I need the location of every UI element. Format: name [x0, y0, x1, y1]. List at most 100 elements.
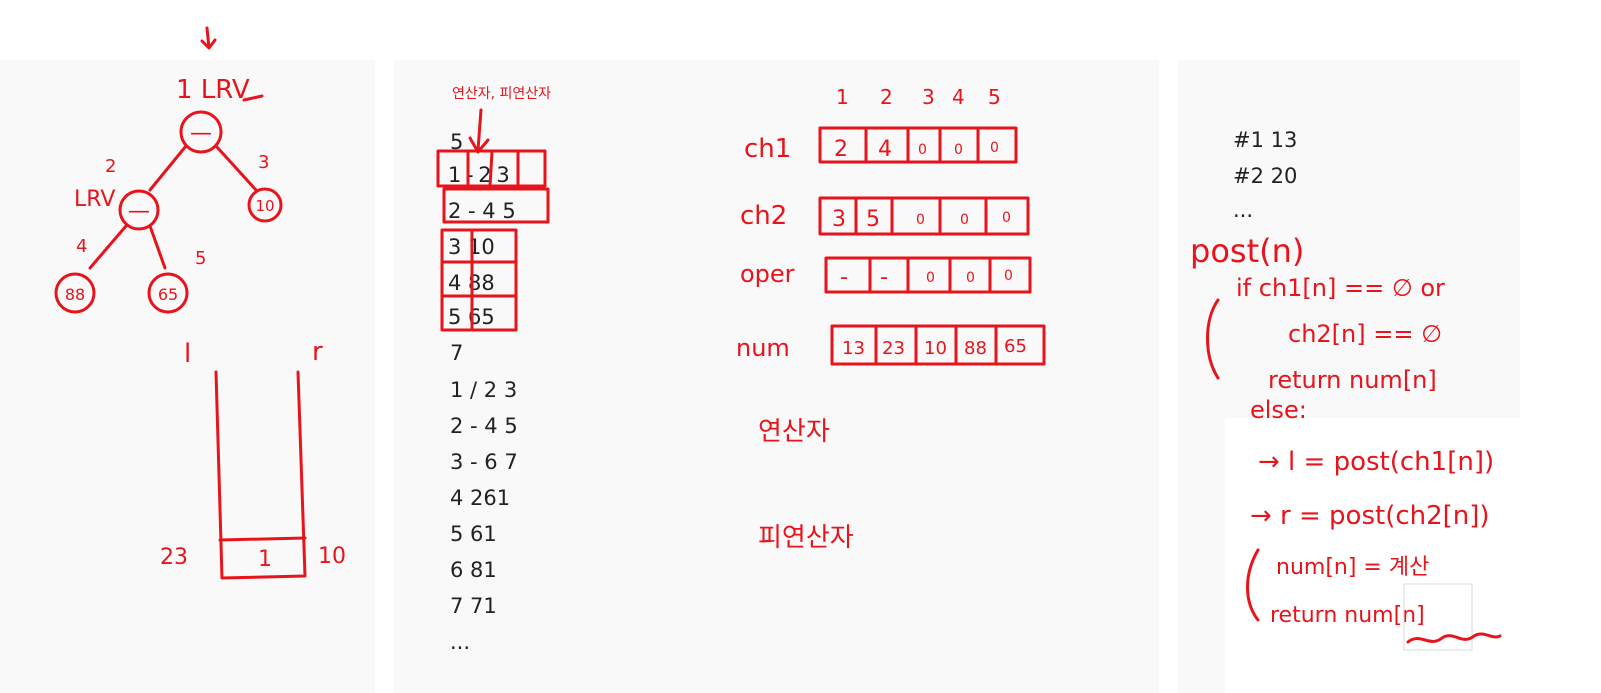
array-row-box	[824, 256, 1032, 294]
tree-node-2	[118, 189, 160, 231]
stack-divider	[218, 536, 307, 542]
box	[440, 228, 518, 332]
cell: 0	[990, 140, 999, 156]
tree-node-5	[147, 272, 189, 314]
cell: 3	[832, 207, 846, 232]
tree-node-4	[54, 272, 96, 314]
underline	[242, 94, 264, 102]
row-name: ch1	[744, 134, 791, 164]
input-line: 2 - 4 5	[448, 199, 516, 223]
node-3-value: 10	[255, 197, 274, 215]
index-label: 1	[836, 85, 849, 109]
output-line: #1 13	[1233, 128, 1298, 152]
tree-node2-label: LRV	[74, 187, 115, 212]
white-patch	[0, 0, 290, 58]
stack-left-label: l	[184, 339, 191, 369]
bracket	[1206, 298, 1220, 380]
array-row-box	[830, 324, 1046, 366]
code-line: post(n)	[1190, 232, 1304, 270]
stack-right-label: r	[312, 337, 323, 367]
input-line: 7	[450, 341, 464, 365]
code-line: num[n] = 계산	[1276, 555, 1429, 580]
cell: 23	[882, 338, 905, 359]
input-line: 3 - 6 7	[450, 450, 518, 474]
row-name: oper	[740, 260, 795, 288]
dividers	[440, 230, 518, 330]
note-operator: 연산자	[758, 417, 830, 447]
output-line: #2 20	[1233, 164, 1298, 188]
array-row-box	[818, 196, 1030, 236]
row-name: num	[736, 334, 790, 362]
cell: 0	[916, 212, 925, 228]
dividers	[864, 126, 980, 164]
index-label: 2	[880, 85, 893, 109]
index-label: 5	[988, 85, 1001, 109]
index-label: 4	[952, 85, 965, 109]
node-1-value: —	[190, 121, 212, 146]
box	[442, 187, 550, 224]
code-line: if ch1[n] == ∅ or	[1236, 274, 1445, 302]
input-line: 1 / 2 3	[450, 378, 518, 402]
squiggle	[1406, 632, 1502, 644]
code-line: return num[n]	[1268, 366, 1437, 394]
top-arrow-icon	[200, 26, 217, 50]
node-2-index: 2	[105, 156, 116, 177]
cell: 0	[960, 212, 969, 228]
white-patch-code	[1225, 418, 1530, 693]
array-table: 1 2 3 4 5 ch1 2 4 0 0 0 ch2 3 5 0 0 0 op…	[736, 85, 1046, 553]
stack-right-value: 10	[318, 544, 346, 569]
array-row-box	[818, 126, 1018, 164]
node-3-index: 3	[258, 152, 269, 173]
cell: 65	[1004, 336, 1027, 357]
input-line: ...	[450, 630, 471, 654]
cell: 0	[966, 270, 975, 286]
tree-diagram: 1 LRV — LRV 2 3 — 10 4 5 88 65	[54, 26, 283, 314]
input-panel	[394, 60, 1159, 693]
node-4-value: 88	[65, 285, 85, 304]
code-line: ch2[n] == ∅	[1288, 320, 1442, 348]
node-2-value: —	[128, 199, 150, 224]
cell: 4	[878, 137, 892, 162]
input-line: 1 - 2 3	[448, 163, 510, 187]
tree-panel	[0, 60, 375, 693]
cell: 88	[964, 338, 987, 359]
tree-node-1	[179, 110, 223, 154]
cell: 0	[926, 270, 935, 286]
output-line: ...	[1233, 198, 1254, 222]
cell: 5	[866, 207, 880, 232]
node-5-index: 5	[195, 248, 206, 269]
tree-top-label: 1 LRV	[176, 75, 250, 105]
header-annotation: 연산자, 피연산자	[452, 86, 551, 102]
edge	[148, 224, 167, 270]
row-name: ch2	[740, 201, 787, 231]
code-line: → l = post(ch1[n])	[1258, 447, 1494, 477]
code-line: return num[n]	[1270, 603, 1425, 628]
input-line: 5 61	[450, 522, 497, 546]
input-line: 5	[450, 130, 464, 154]
input-line: 7 71	[450, 594, 497, 618]
dividers	[868, 256, 992, 294]
note-operand: 피연산자	[758, 523, 854, 553]
code-line: → r = post(ch2[n])	[1250, 501, 1490, 531]
cell: -	[840, 265, 848, 290]
cell: 10	[924, 338, 947, 359]
edge	[148, 144, 188, 192]
code-line: else:	[1250, 396, 1307, 424]
code-notes: post(n) if ch1[n] == ∅ or ch2[n] == ∅ re…	[1190, 232, 1502, 651]
dividers	[466, 150, 520, 188]
cell: 0	[1002, 210, 1011, 226]
cell: -	[880, 265, 888, 290]
bracket	[1246, 548, 1260, 622]
cell: 13	[842, 338, 865, 359]
node-5-value: 65	[158, 285, 178, 304]
index-label: 3	[922, 85, 935, 109]
stack-cell: 1	[258, 547, 272, 572]
stack-outline	[214, 370, 307, 580]
stack-diagram: l r 1 23 10	[160, 337, 346, 580]
input-line: 2 - 4 5	[450, 414, 518, 438]
node-4-index: 4	[76, 236, 87, 257]
tree-node-3	[247, 187, 283, 223]
stack-left-value: 23	[160, 545, 188, 570]
cell: 0	[1004, 268, 1013, 284]
